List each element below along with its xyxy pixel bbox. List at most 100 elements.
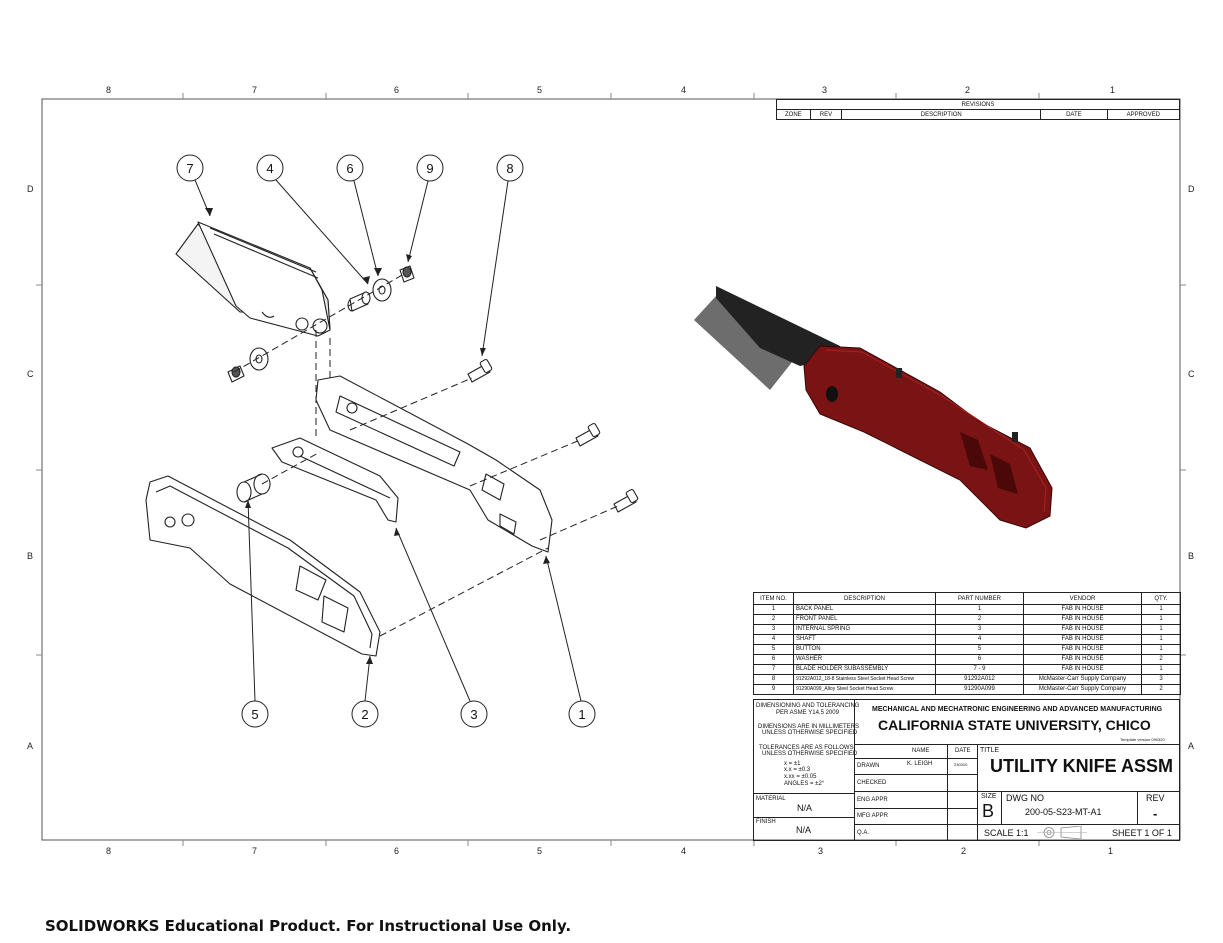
balloon-label: 4	[266, 161, 273, 176]
finish-label: FINISH	[756, 819, 776, 825]
bom-part-number: 91292A012	[935, 674, 1024, 685]
bom-vendor: McMaster-Carr Supply Company	[1023, 674, 1142, 685]
blade-holder-part	[175, 221, 331, 337]
bom-item-no: 6	[753, 654, 794, 665]
bom-header: VENDOR	[1023, 592, 1142, 605]
front-panel-part	[145, 475, 381, 657]
bom-row: 7 BLADE HOLDER SUBASSEMBLY 7 - 9 FAB IN …	[753, 664, 1181, 675]
zone-row-label: C	[1188, 369, 1195, 379]
bom-row: 8 91292A012_18-8 Stainless Steel Socket …	[753, 674, 1181, 685]
eng-appr-label: ENG APPR	[857, 797, 888, 803]
tolerances-line-2: UNLESS OTHERWISE SPECIFIED	[762, 751, 858, 757]
bom-row: 1 BACK PANEL 1 FAB IN HOUSE 1	[753, 604, 1181, 615]
balloon-circle	[460, 700, 488, 728]
bom-description: 91290A099_Alloy Steel Socket Head Screw	[793, 684, 936, 695]
bom-description: BACK PANEL	[793, 604, 936, 615]
bom-vendor: FAB IN HOUSE	[1023, 654, 1142, 665]
zone-col-label: 2	[961, 846, 967, 856]
university-name: CALIFORNIA STATE UNIVERSITY, CHICO	[878, 717, 1151, 733]
button	[826, 386, 838, 402]
drawing-title: UTILITY KNIFE ASSM	[990, 756, 1174, 776]
name-column-header: NAME	[912, 748, 930, 754]
bom-row: 9 91290A099_Alloy Steel Socket Head Scre…	[753, 684, 1181, 695]
bom-qty: 1	[1141, 634, 1181, 645]
balloon-circle	[256, 154, 284, 182]
internal-spring-part	[271, 437, 399, 523]
zone-col-label: 7	[252, 846, 258, 856]
bom-description: SHAFT	[793, 634, 936, 645]
solidworks-educational-notice: SOLIDWORKS Educational Product. For Inst…	[45, 917, 572, 935]
revisions-header: APPROVED	[1106, 109, 1181, 120]
bom-description: 91292A012_18-8 Stainless Steel Socket He…	[793, 674, 936, 685]
dim-tol-line-1: DIMENSIONING AND TOLERANCING	[756, 703, 860, 709]
bom-qty: 1	[1141, 604, 1181, 615]
bom-description: BUTTON	[793, 644, 936, 655]
bom-item-no: 1	[753, 604, 794, 615]
bom-item-no: 9	[753, 684, 794, 695]
checked-label: CHECKED	[857, 780, 887, 786]
blade-holder	[716, 286, 846, 366]
template-version: Template version 090320	[1120, 737, 1165, 742]
balloon-circle	[336, 154, 364, 182]
scale: SCALE 1:1	[984, 828, 1029, 838]
zone-row-label: C	[27, 369, 34, 379]
bom-qty: 3	[1141, 674, 1181, 685]
bom-qty: 2	[1141, 684, 1181, 695]
sheet-number: SHEET 1 OF 1	[1112, 828, 1172, 838]
zone-col-label: 3	[818, 846, 824, 856]
bom-part-number: 3	[935, 624, 1024, 635]
bom-description: FRONT PANEL	[793, 614, 936, 625]
balloon-label: 6	[346, 161, 353, 176]
projection-symbol-icon	[1037, 826, 1087, 839]
size-label: SIZE	[981, 793, 997, 800]
zone-row-label: A	[27, 741, 34, 751]
bom-header: ITEM NO.	[753, 592, 794, 605]
balloon-circle	[351, 700, 379, 728]
zone-col-label: 2	[965, 85, 971, 95]
bom-qty: 1	[1141, 664, 1181, 675]
dims-mm-line-2: UNLESS OTHERWISE SPECIFIED	[762, 730, 858, 736]
title-block: DIMENSIONING AND TOLERANCING PER ASME Y1…	[753, 699, 1180, 841]
drawn-name: K. LEIGH	[907, 761, 933, 767]
drawn-label: DRAWN	[857, 763, 880, 769]
bom-item-no: 7	[753, 664, 794, 675]
bom-qty: 2	[1141, 654, 1181, 665]
bom-description: WASHER	[793, 654, 936, 665]
bom-header: PART NUMBER	[935, 592, 1024, 605]
bom-item-no: 5	[753, 644, 794, 655]
material-value: N/A	[797, 803, 813, 813]
zone-col-label: 8	[106, 85, 112, 95]
bom-part-number: 6	[935, 654, 1024, 665]
tolerance-xx: x.x = ±0.3	[784, 767, 811, 773]
bom-vendor: FAB IN HOUSE	[1023, 664, 1142, 675]
bom-header: DESCRIPTION	[793, 592, 936, 605]
bom-qty: 1	[1141, 644, 1181, 655]
bom-part-number: 1	[935, 604, 1024, 615]
balloon-circle	[416, 154, 444, 182]
bom-vendor: FAB IN HOUSE	[1023, 644, 1142, 655]
bom-qty: 1	[1141, 614, 1181, 625]
qa-label: Q.A.	[857, 830, 870, 836]
bom-vendor: FAB IN HOUSE	[1023, 604, 1142, 615]
balloon-label: 5	[251, 707, 258, 722]
balloon-label: 9	[426, 161, 433, 176]
zone-row-label: A	[1188, 741, 1195, 751]
zone-row-label: D	[1188, 184, 1195, 194]
balloon-circle	[568, 700, 596, 728]
bom-item-no: 8	[753, 674, 794, 685]
bom-part-number: 4	[935, 634, 1024, 645]
bill-of-materials-table: ITEM NO. DESCRIPTION PART NUMBER VENDOR …	[753, 592, 1181, 695]
bom-qty: 1	[1141, 624, 1181, 635]
dim-tol-line-2: PER ASME Y14.5 2009	[776, 710, 839, 716]
zone-col-label: 1	[1110, 85, 1116, 95]
tolerances-line-1: TOLERANCES ARE AS FOLLOWS	[759, 745, 854, 751]
size-value: B	[982, 801, 995, 821]
tolerance-x: x = ±1	[784, 761, 801, 767]
zone-col-label: 6	[394, 846, 400, 856]
zone-row-label: B	[27, 551, 34, 561]
bom-item-no: 4	[753, 634, 794, 645]
bom-part-number: 7 - 9	[935, 664, 1024, 675]
